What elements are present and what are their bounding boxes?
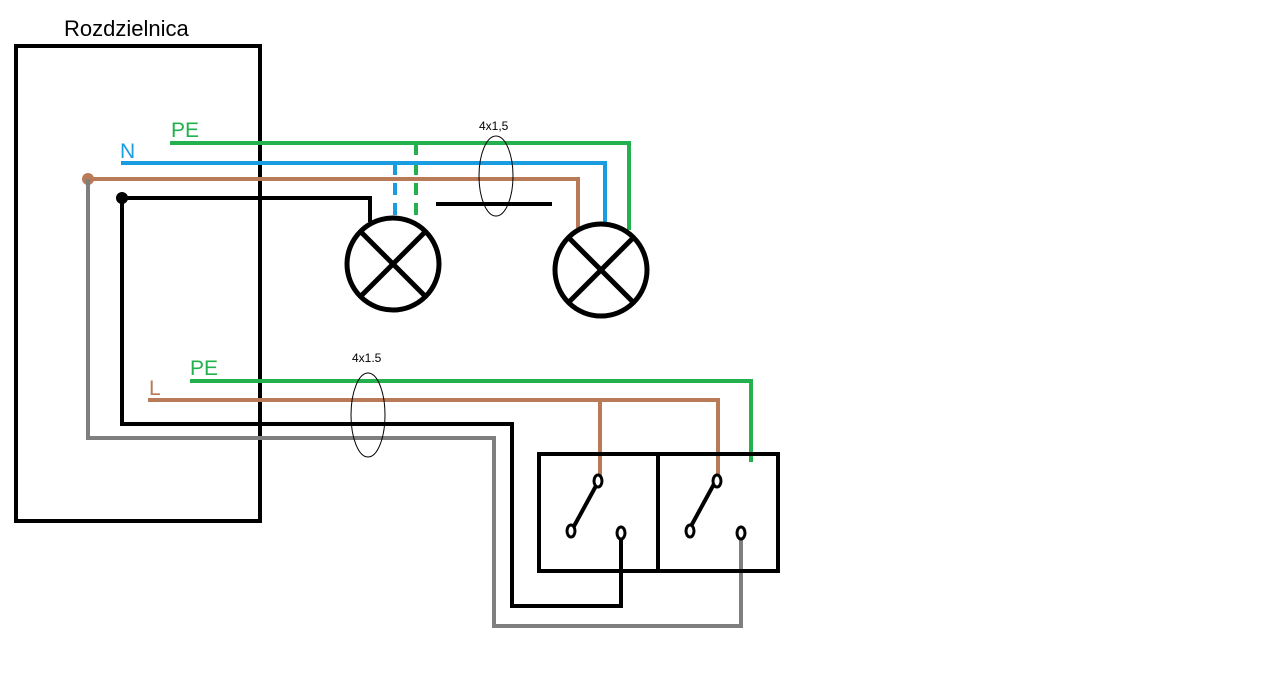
- distribution-board: [14, 44, 262, 523]
- pe-label-top: PE: [171, 119, 199, 142]
- switched-wire-top: [122, 196, 372, 222]
- switched-wire-black: [120, 198, 623, 608]
- switch-1-icon: [565, 473, 627, 541]
- switch-2-icon: [684, 473, 747, 541]
- n-wire-top: [121, 161, 607, 222]
- pe-label-bottom: PE: [190, 357, 218, 380]
- cable-marker-bottom: [350, 372, 386, 458]
- cable-label-top: 4x1,5: [479, 119, 509, 133]
- cable-marker-top: [478, 135, 514, 217]
- l-wire-top: [88, 177, 580, 228]
- n-label-top: N: [120, 140, 135, 163]
- pe-wire-top: [170, 141, 631, 230]
- l-label-bottom: L: [149, 377, 161, 400]
- lamp-2-icon: [552, 221, 650, 319]
- lamp-1-icon: [344, 215, 442, 313]
- board-title: Rozdzielnica: [64, 16, 189, 41]
- pe-wire-bottom: [190, 379, 753, 462]
- switched-wire-gray: [86, 179, 743, 628]
- cable-label-bottom: 4x1.5: [352, 351, 382, 365]
